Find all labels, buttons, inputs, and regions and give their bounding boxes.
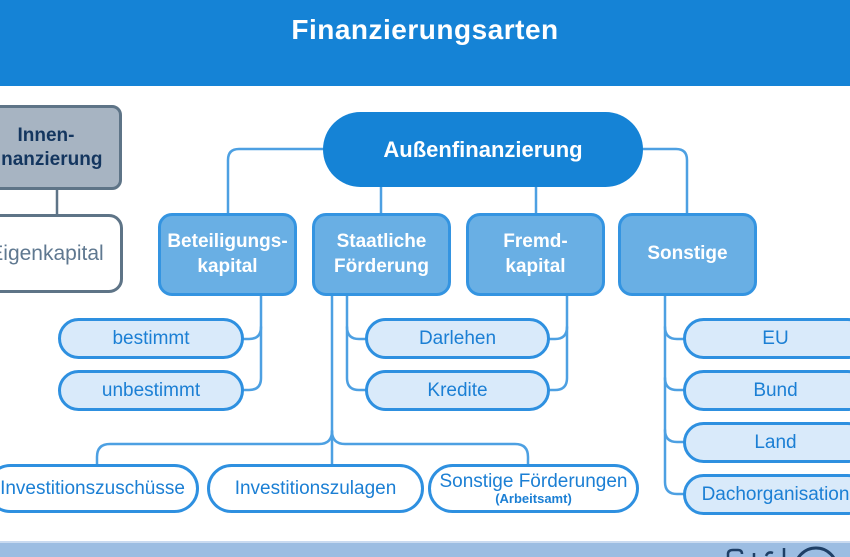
node-investitionszulagen: Investitionszulagen (207, 464, 424, 513)
node-bund-label: Bund (753, 379, 798, 401)
node-innenfinanzierung: Innen- finanzierung (0, 105, 122, 190)
node-eigenkapital-label: Eigenkapital (0, 241, 104, 265)
node-innenfinanzierung-label: Innen- finanzierung (0, 124, 103, 170)
node-bund: Bund (683, 370, 850, 411)
node-bestimmt: bestimmt (58, 318, 244, 359)
node-eu-label: EU (762, 327, 789, 349)
node-dachorganisation: Dachorganisation (683, 474, 850, 515)
node-sonstige-label: Sonstige (647, 243, 728, 265)
node-investitionszuschuesse-label: Investitionszuschüsse (0, 477, 185, 499)
node-sonstige: Sonstige (618, 213, 757, 296)
node-kredite-label: Kredite (427, 379, 488, 401)
node-darlehen-label: Darlehen (418, 327, 497, 349)
partial-logo (726, 546, 836, 557)
node-aussenfinanzierung-label: Außenfinanzierung (383, 136, 583, 162)
node-eu: EU (683, 318, 850, 359)
node-fremdkapital: Fremd- kapital (466, 213, 605, 296)
node-aussenfinanzierung: Außenfinanzierung (323, 112, 643, 187)
header-banner: Finanzierungsarten (0, 0, 850, 86)
node-sonstige-foerderungen-sublabel: (Arbeitsamt) (495, 490, 572, 506)
node-dachorganisation-label: Dachorganisation (701, 483, 850, 505)
node-sonstige-foerderungen-label: Sonstige Förderungen (439, 470, 628, 492)
node-land: Land (683, 422, 850, 463)
node-beteiligungskapital-label: Beteiligungs- kapital (167, 230, 288, 277)
node-unbestimmt-label: unbestimmt (101, 379, 201, 401)
node-fremdkapital-label: Fremd- kapital (503, 230, 568, 277)
node-investitionszuschuesse: Investitionszuschüsse (0, 464, 199, 513)
node-beteiligungskapital: Beteiligungs- kapital (158, 213, 297, 296)
page-title: Finanzierungsarten (291, 14, 559, 45)
node-investitionszulagen-label: Investitionszulagen (234, 477, 397, 499)
node-staatliche-foerderung: Staatliche Förderung (312, 213, 451, 296)
node-staatliche-foerderung-label: Staatliche Förderung (334, 230, 429, 277)
node-bestimmt-label: bestimmt (112, 327, 190, 349)
node-land-label: Land (754, 431, 797, 453)
node-eigenkapital: Eigenkapital (0, 214, 123, 293)
node-sonstige-foerderungen: Sonstige Förderungen (Arbeitsamt) (428, 464, 639, 513)
node-kredite: Kredite (365, 370, 550, 411)
footer-strip (0, 541, 850, 557)
node-darlehen: Darlehen (365, 318, 550, 359)
node-unbestimmt: unbestimmt (58, 370, 244, 411)
